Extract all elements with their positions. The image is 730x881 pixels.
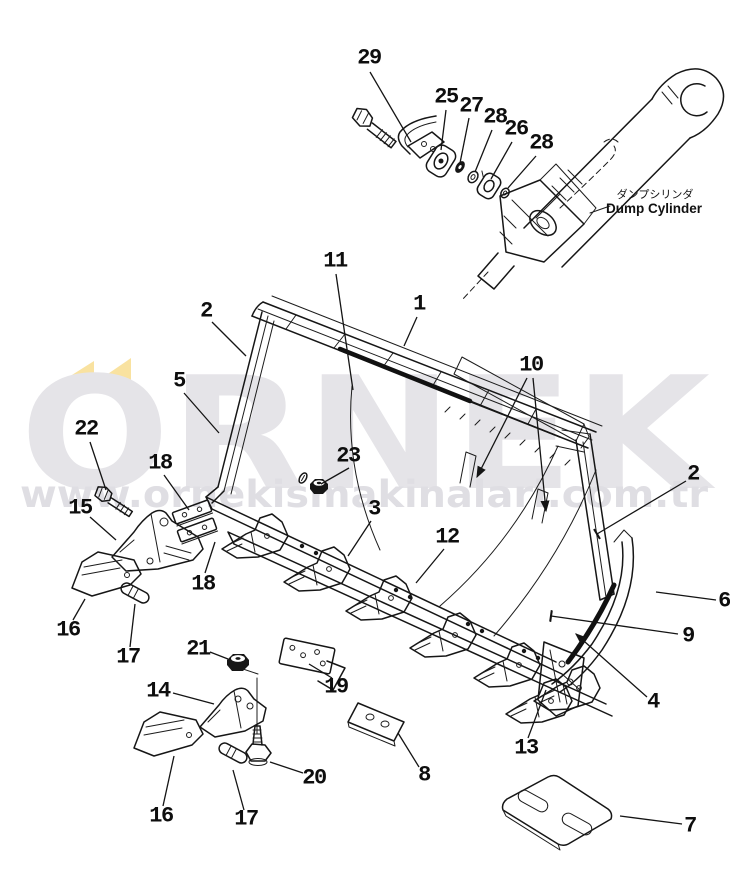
clamp-hardware: [351, 107, 510, 200]
wear-plate-7: [501, 774, 613, 851]
mount-plate-19: [278, 637, 346, 691]
leader-28: [474, 129, 493, 173]
spare-parts-left: [71, 472, 328, 604]
spare-parts-bottom: [133, 637, 405, 766]
watermark-umlaut-triangle-right: [99, 358, 131, 380]
leader-11: [335, 273, 354, 391]
leader-15: [89, 516, 117, 541]
shell-curves: [350, 385, 597, 637]
leader-18: [204, 541, 216, 574]
leader-9: [549, 610, 679, 635]
leader-26: [490, 141, 513, 180]
leader-22: [89, 441, 107, 491]
leader-2: [211, 321, 247, 357]
edge-bolt-heads: [299, 543, 541, 661]
cutting-edge-assembly: [205, 496, 613, 724]
leader-16: [162, 755, 175, 807]
dump-cylinder-label-jp: ダンプシリンダ: [617, 187, 694, 201]
tooth-adapter-14: [199, 687, 267, 738]
plate-8: [347, 702, 405, 747]
leader-3: [347, 520, 372, 557]
watermark: ORNEK www.ornekismakinalari.com.tr: [20, 343, 716, 525]
washer-28-a: [467, 170, 479, 184]
leader-12: [415, 548, 445, 584]
leader-1: [403, 316, 418, 347]
shim-18-b: [176, 517, 219, 545]
fitting-25: [425, 144, 457, 178]
leader-19: [308, 663, 333, 679]
leader-5: [183, 392, 220, 434]
nut-21: [227, 654, 249, 671]
leader-6: [655, 591, 717, 601]
spill-guard-rail: [251, 295, 603, 449]
elbow-26: [476, 170, 502, 200]
leader-10: [476, 377, 528, 479]
leader-20: [269, 761, 304, 774]
tooth-adapter-15: [111, 509, 204, 572]
line-art: ダンプシリンダ Dump Cylinder: [71, 68, 725, 851]
weld-ticks: [444, 406, 571, 466]
leader-25: [440, 109, 447, 151]
leader-17: [232, 769, 245, 811]
leader-21: [209, 651, 229, 660]
leader-16: [72, 598, 86, 621]
leader-28: [507, 155, 537, 189]
shim-18-a: [171, 499, 214, 527]
bolt-29: [351, 107, 397, 149]
leader-17: [129, 603, 136, 648]
bolt-22: [94, 486, 134, 518]
leader-27: [459, 117, 470, 164]
leader-2: [593, 480, 687, 540]
hose-clamp: [397, 115, 445, 159]
watermark-umlaut-triangle-left: [64, 361, 94, 380]
pin-17-b: [218, 742, 248, 764]
leader-layer: [72, 71, 717, 825]
tooth-point-16-a: [71, 551, 142, 597]
leader-14: [172, 692, 215, 705]
pin-17-a: [120, 582, 150, 604]
bolt-20: [245, 725, 272, 766]
corner-bracket-13: [505, 641, 585, 724]
leader-29: [369, 71, 412, 143]
leader-8: [397, 732, 420, 768]
leader-10: [532, 377, 550, 513]
leader-23: [320, 467, 350, 485]
washer-27: [455, 161, 465, 173]
leader-18: [163, 474, 190, 511]
leader-7: [619, 815, 683, 825]
mounted-teeth: [221, 513, 601, 711]
leader-4: [575, 633, 648, 698]
bucket-body: [205, 295, 635, 693]
tooth-point-16-b: [133, 711, 204, 757]
washer-23: [298, 472, 308, 484]
dump-cylinder-label-en: Dump Cylinder: [606, 201, 703, 216]
leader-13: [527, 689, 547, 739]
dump-cylinder: ダンプシリンダ Dump Cylinder: [461, 68, 725, 301]
